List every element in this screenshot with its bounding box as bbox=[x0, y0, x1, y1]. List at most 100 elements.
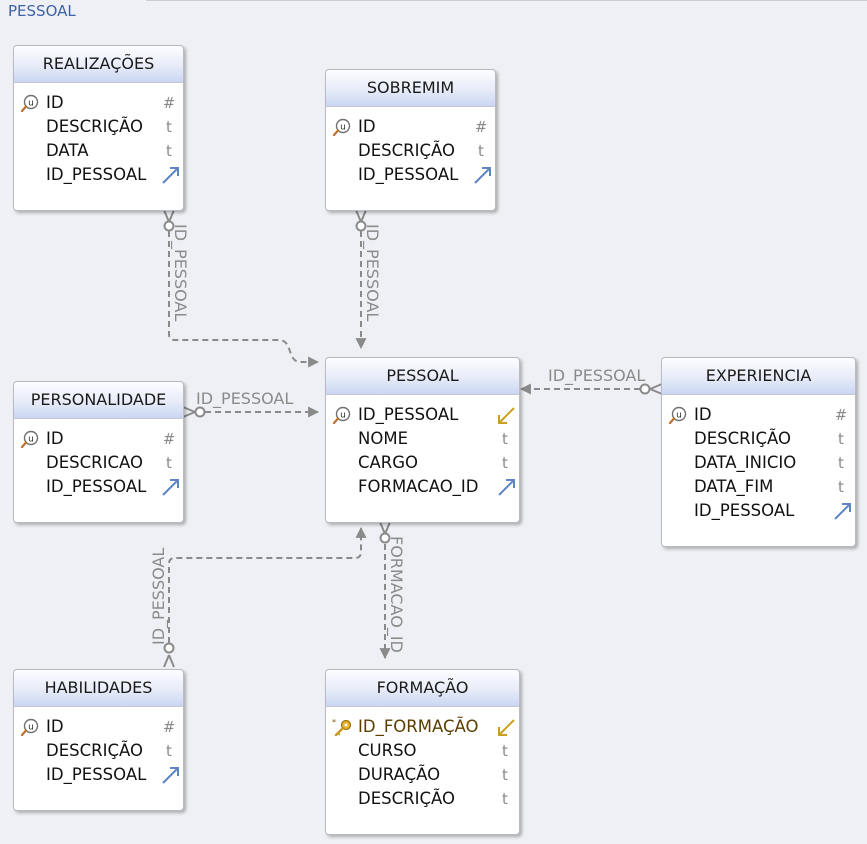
attribute-row-id[interactable]: u ID # bbox=[326, 115, 495, 139]
numeric-type-glyph: # bbox=[474, 118, 488, 136]
attribute-name: ID_PESSOAL bbox=[46, 765, 147, 784]
text-type-glyph: t bbox=[502, 742, 508, 760]
edge-label-formacao: FORMACAO_ID bbox=[387, 536, 406, 653]
attribute-row-id-pessoal[interactable]: ID_PESSOAL bbox=[14, 475, 183, 499]
attribute-row-id[interactable]: u ID # bbox=[662, 403, 855, 427]
foreign-key-outgoing-icon bbox=[162, 767, 179, 784]
entity-header[interactable]: FORMAÇÃO bbox=[326, 670, 519, 707]
svg-text:u: u bbox=[340, 123, 346, 133]
unique-key-icon: u bbox=[332, 406, 351, 424]
attribute-name: DESCRIÇÃO bbox=[694, 429, 791, 448]
attribute-name: ID bbox=[358, 117, 376, 136]
text-type-glyph: t bbox=[166, 454, 172, 472]
attribute-row-formacao-id[interactable]: FORMACAO_ID bbox=[326, 475, 519, 499]
text-type-glyph: t bbox=[502, 454, 508, 472]
attribute-name: DURAÇÃO bbox=[358, 765, 441, 784]
foreign-key-outgoing-icon bbox=[162, 167, 179, 184]
attribute-row-id[interactable]: u ID # bbox=[14, 715, 183, 739]
edge-habilidades-pessoal[interactable] bbox=[163, 526, 367, 668]
unique-key-icon: u bbox=[20, 94, 39, 112]
svg-text:u: u bbox=[28, 723, 34, 733]
attribute-row-nome[interactable]: NOME t bbox=[326, 427, 519, 451]
attribute-row-id-pessoal[interactable]: ID_PESSOAL bbox=[326, 163, 495, 187]
text-type-glyph: t bbox=[166, 142, 172, 160]
entity-header[interactable]: SOBREMIM bbox=[326, 70, 495, 107]
edge-realizacoes-pessoal[interactable] bbox=[163, 209, 320, 368]
edge-pessoal-formacao[interactable] bbox=[379, 521, 391, 660]
foreign-key-incoming-icon bbox=[498, 719, 515, 736]
attribute-row-id-pessoal[interactable]: ID_PESSOAL bbox=[14, 163, 183, 187]
attribute-name: DESCRIÇÃO bbox=[358, 141, 455, 160]
attribute-name: ID_PESSOAL bbox=[694, 501, 795, 520]
edge-personalidade-pessoal[interactable] bbox=[182, 406, 320, 418]
text-type-glyph: t bbox=[838, 454, 844, 472]
attribute-row-descricao[interactable]: DESCRIÇÃO t bbox=[662, 427, 855, 451]
foreign-key-incoming-icon bbox=[498, 407, 515, 424]
attribute-name: CARGO bbox=[358, 453, 419, 472]
edge-experiencia-pessoal[interactable] bbox=[519, 383, 663, 395]
entity-header[interactable]: REALIZAÇÕES bbox=[14, 46, 183, 83]
attribute-name: FORMACAO_ID bbox=[358, 477, 479, 496]
entity-header[interactable]: HABILIDADES bbox=[14, 670, 183, 707]
foreign-key-outgoing-icon bbox=[498, 479, 515, 496]
attribute-name: ID_PESSOAL bbox=[46, 165, 147, 184]
attribute-name: ID_FORMAÇÃO bbox=[358, 717, 479, 736]
entity-header[interactable]: EXPERIENCIA bbox=[662, 358, 855, 395]
svg-text:*: * bbox=[332, 718, 336, 727]
attribute-row-id-pessoal[interactable]: ID_PESSOAL bbox=[662, 499, 855, 523]
attribute-name: ID bbox=[694, 405, 712, 424]
attribute-name: ID_PESSOAL bbox=[358, 165, 459, 184]
numeric-type-glyph: # bbox=[162, 718, 176, 736]
attribute-name: NOME bbox=[358, 429, 408, 448]
attribute-name: ID bbox=[46, 717, 64, 736]
edge-label-realizacoes: ID_PESSOAL bbox=[171, 224, 190, 322]
attribute-row-data-fim[interactable]: DATA_FIM t bbox=[662, 475, 855, 499]
attribute-name: ID bbox=[46, 429, 64, 448]
foreign-key-outgoing-icon bbox=[474, 167, 491, 184]
attribute-name: DATA_FIM bbox=[694, 477, 774, 496]
attribute-row-id-pessoal[interactable]: u ID_PESSOAL bbox=[326, 403, 519, 427]
edge-sobremim-pessoal[interactable] bbox=[355, 209, 367, 350]
attribute-name: ID bbox=[46, 93, 64, 112]
attribute-row-id[interactable]: u ID # bbox=[14, 91, 183, 115]
text-type-glyph: t bbox=[838, 430, 844, 448]
numeric-type-glyph: # bbox=[834, 406, 848, 424]
attribute-row-cargo[interactable]: CARGO t bbox=[326, 451, 519, 475]
diagram-title: PESSOAL bbox=[8, 2, 76, 20]
attribute-name: DESCRIÇÃO bbox=[358, 789, 455, 808]
text-type-glyph: t bbox=[502, 430, 508, 448]
attribute-row-id-formacao[interactable]: * ID_FORMAÇÃO bbox=[326, 715, 519, 739]
attribute-name: ID_PESSOAL bbox=[358, 405, 459, 424]
entity-header[interactable]: PESSOAL bbox=[326, 358, 519, 395]
attribute-row-id-pessoal[interactable]: ID_PESSOAL bbox=[14, 763, 183, 787]
numeric-type-glyph: # bbox=[162, 94, 176, 112]
title-divider bbox=[146, 0, 867, 1]
unique-key-icon: u bbox=[332, 118, 351, 136]
entity-header[interactable]: PERSONALIDADE bbox=[14, 382, 183, 419]
svg-text:u: u bbox=[676, 411, 682, 421]
text-type-glyph: t bbox=[838, 478, 844, 496]
